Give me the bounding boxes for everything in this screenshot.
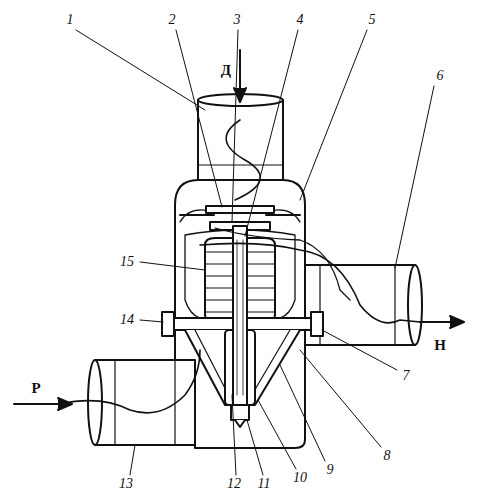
callout-number: 7 [402,368,411,384]
callout-number: 8 [383,448,392,464]
callout-number: 15 [119,254,135,270]
callout-number: 2 [168,12,177,28]
flow-letter: Н [433,337,447,354]
callout-number: 13 [118,476,134,492]
callout-number: 4 [296,12,305,28]
callout-number: 3 [233,12,242,28]
callout-number: 1 [66,12,75,28]
flow-letter: Д [220,62,232,79]
callout-number: 9 [326,462,335,478]
flow-letter: Р [30,380,41,397]
callout-number: 6 [436,68,445,84]
callout-number: 5 [368,12,377,28]
callout-number: 12 [226,476,242,492]
callout-number: 14 [119,312,135,328]
callout-number: 11 [257,476,272,492]
callout-number: 10 [292,470,308,486]
